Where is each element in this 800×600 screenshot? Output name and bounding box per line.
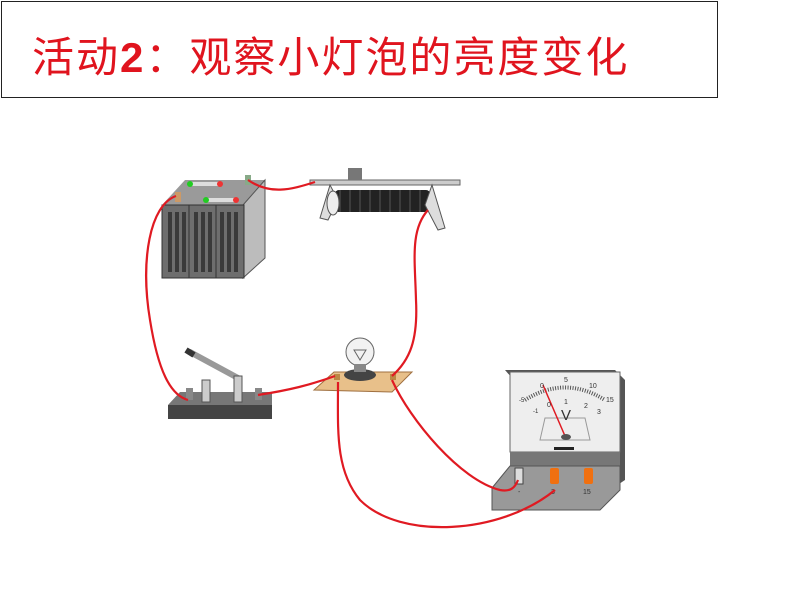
- scale-top-0: 0: [540, 383, 544, 390]
- scale-top-5: 5: [564, 377, 568, 384]
- scale-top-neg5: -5: [519, 398, 525, 404]
- voltmeter-symbol: V: [561, 407, 571, 424]
- voltmeter: -5 0 5 10 15 -1 0 1 2 3 V - 3 15: [491, 370, 625, 511]
- knife-switch: [168, 347, 272, 419]
- lamp: [312, 337, 414, 393]
- battery: [161, 175, 266, 280]
- scale-top-10: 10: [589, 383, 597, 390]
- terminal-15v: [584, 468, 593, 484]
- scale-bottom-neg1: -1: [533, 409, 539, 415]
- slide-title: 活动2：观察小灯泡的亮度变化: [32, 24, 629, 85]
- title-number: 2: [120, 34, 146, 81]
- terminal-3v: [550, 468, 559, 484]
- scale-bottom-2: 2: [584, 403, 588, 410]
- scale-bottom-0: 0: [547, 402, 551, 409]
- scale-top-15: 15: [606, 397, 614, 404]
- rheostat: [309, 168, 461, 231]
- title-rest: ：观察小灯泡的亮度变化: [145, 33, 630, 82]
- scale-bottom-3: 3: [597, 409, 601, 416]
- wires: [145, 179, 556, 529]
- terminal-label-neg: -: [518, 489, 521, 496]
- terminal-label-15: 15: [583, 489, 591, 496]
- scale-bottom-1: 1: [564, 399, 568, 406]
- title-prefix: 活动: [32, 33, 121, 82]
- title-box: 活动2：观察小灯泡的亮度变化: [1, 1, 718, 98]
- terminal-negative: [514, 467, 524, 485]
